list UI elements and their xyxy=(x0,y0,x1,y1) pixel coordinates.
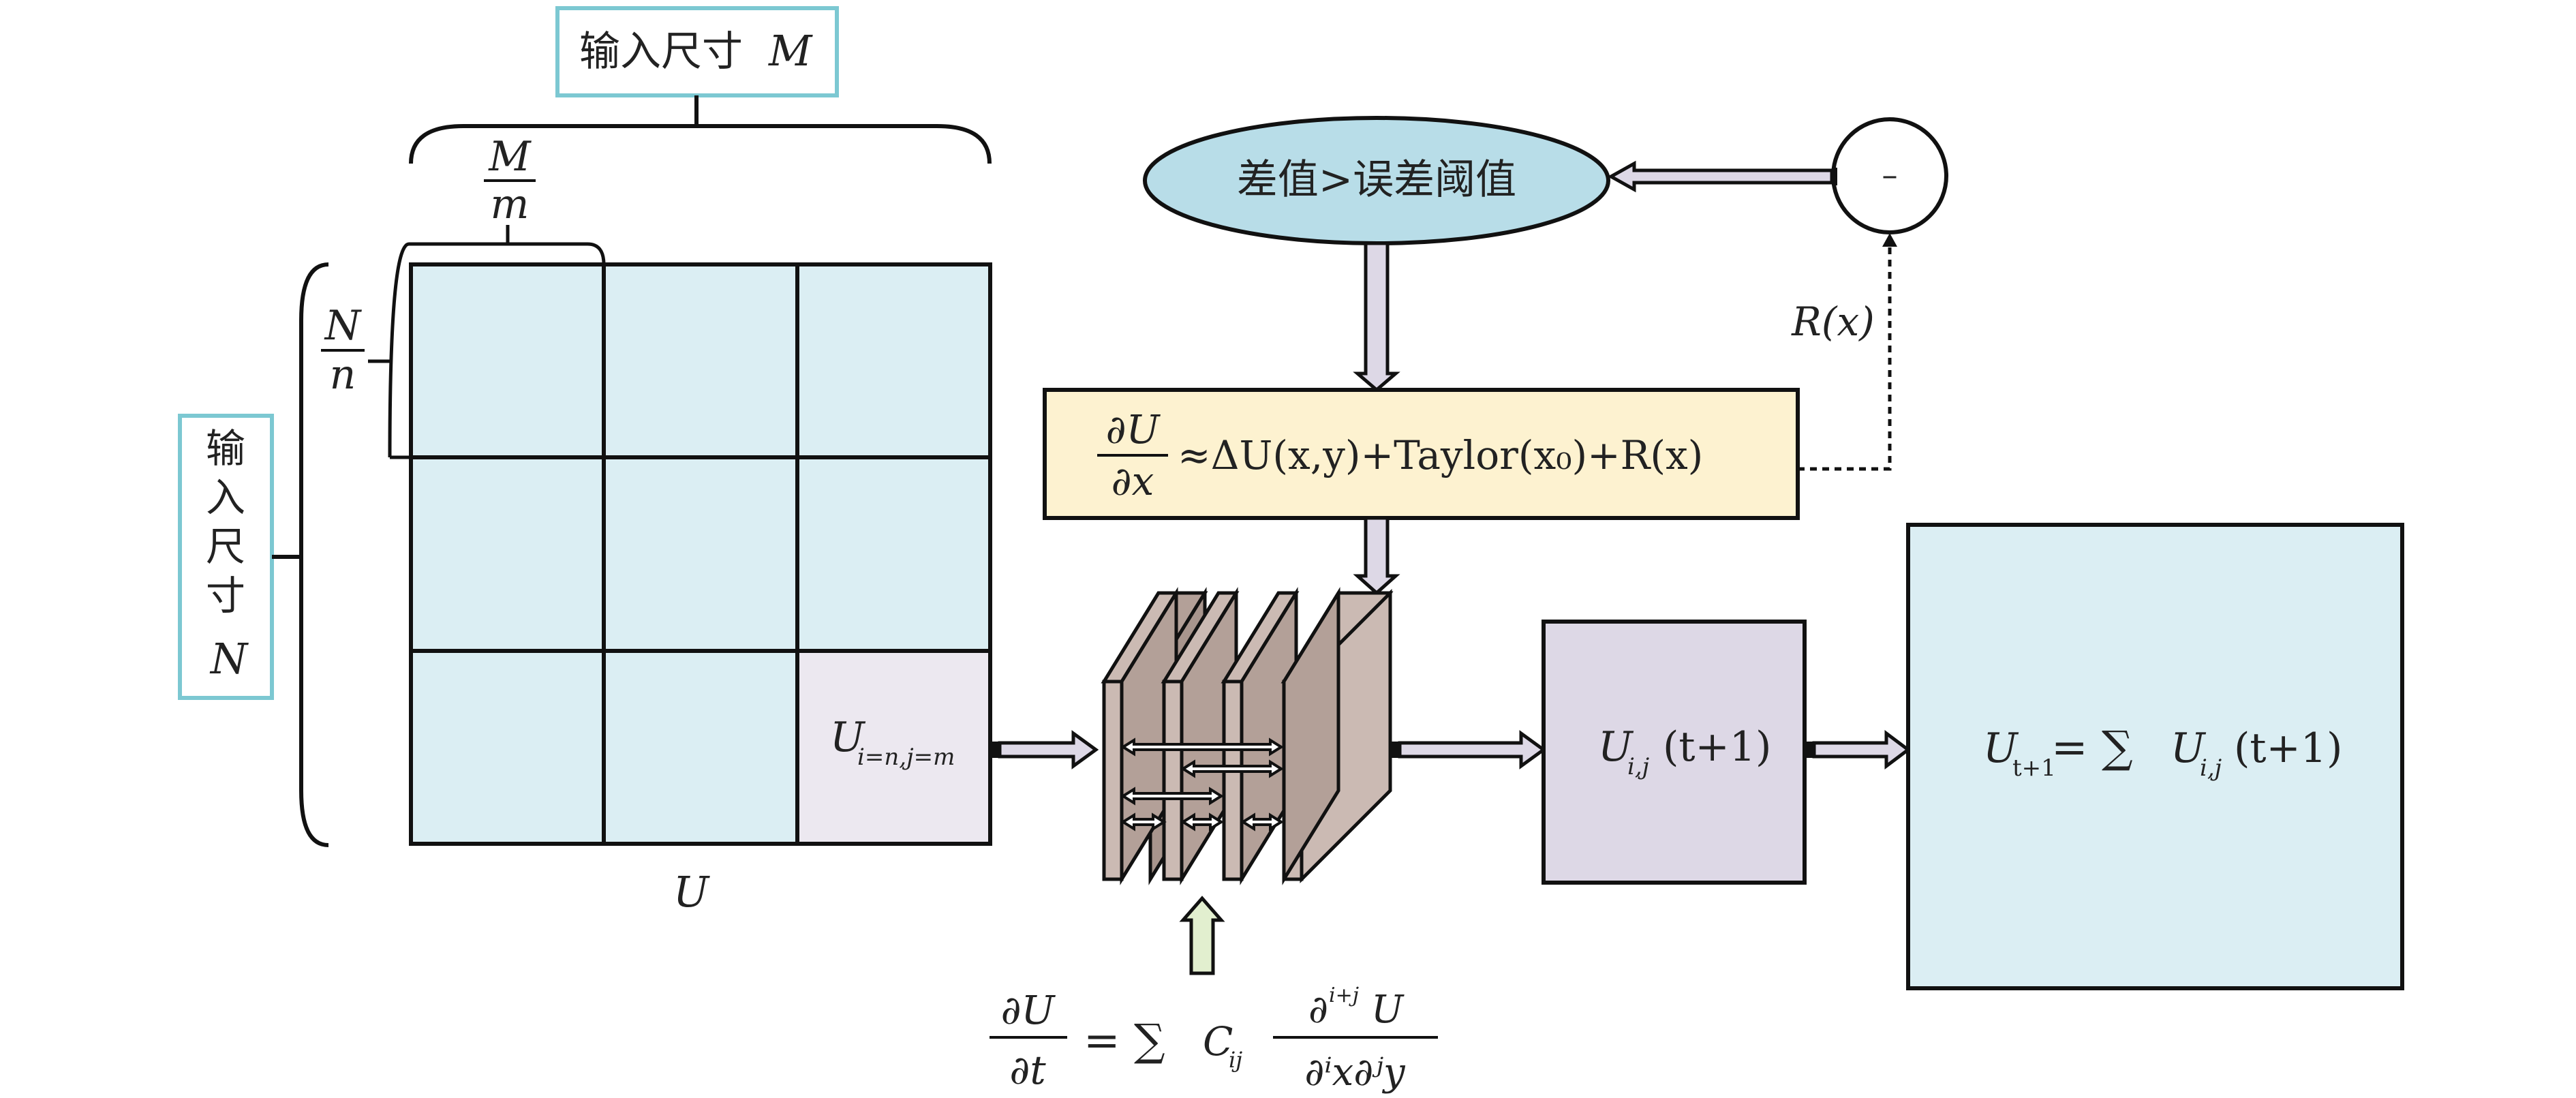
cell-u-label: U xyxy=(830,714,866,761)
svg-text:差值>误差阈值: 差值>误差阈值 xyxy=(1237,156,1516,204)
svg-text:输入尺寸: 输入尺寸 xyxy=(579,28,743,76)
svg-text:∂: ∂ xyxy=(1308,988,1328,1032)
svg-text:i,j: i,j xyxy=(1627,753,1650,780)
arrow-conv-to-update xyxy=(1390,730,1547,769)
svg-text:= ∑: = ∑ xyxy=(1084,1016,1165,1066)
svg-text:(t+1): (t+1) xyxy=(1663,723,1771,771)
arrow-pde-to-conv xyxy=(1179,896,1225,975)
top-brace xyxy=(409,124,992,164)
svg-text:i+j: i+j xyxy=(1329,983,1359,1007)
svg-text:C: C xyxy=(1203,1018,1233,1065)
svg-text:尺: 尺 xyxy=(206,523,245,570)
svg-text:输: 输 xyxy=(206,425,245,472)
svg-text:n: n xyxy=(330,351,356,399)
svg-text:∂U: ∂U xyxy=(1001,987,1056,1033)
cell-u-subscript: i=n,j=m xyxy=(857,744,955,771)
arrow-update-to-result xyxy=(1805,730,1912,769)
svg-text:寸: 寸 xyxy=(206,573,245,619)
block-bracket xyxy=(388,242,606,458)
taylor-box: ∂U ∂x ≈ΔU(x,y)+Taylor(x₀)+R(x) xyxy=(1043,388,1800,520)
svg-text:∂ⁱx∂ʲy: ∂ⁱx∂ʲy xyxy=(1304,1050,1406,1095)
arrow-grid-to-conv xyxy=(990,730,1099,769)
result-box: U t+1 = ∑ U i,j (t+1) xyxy=(1906,523,2404,990)
arrow-circle-to-ellipse xyxy=(1607,160,1837,193)
svg-text:M: M xyxy=(488,133,532,181)
input-grid-u xyxy=(409,262,992,846)
residual-feedback-line xyxy=(1798,233,1897,471)
residual-label: R(x) xyxy=(1791,299,1875,345)
svg-text:m: m xyxy=(491,181,530,228)
svg-text:U: U xyxy=(1371,988,1405,1032)
minus-circle: – xyxy=(1831,117,1948,234)
svg-text:U: U xyxy=(1983,725,2019,772)
svg-text:–: – xyxy=(1882,156,1898,193)
svg-text:ij: ij xyxy=(1229,1047,1242,1073)
svg-text:M: M xyxy=(768,26,813,76)
svg-text:= ∑: = ∑ xyxy=(2051,722,2133,773)
svg-text:N: N xyxy=(209,634,249,684)
arrow-taylor-to-conv xyxy=(1353,516,1400,596)
svg-text:U: U xyxy=(2171,725,2207,772)
grid-label-u: U xyxy=(673,867,710,917)
svg-text:(t+1): (t+1) xyxy=(2234,725,2342,772)
input-size-n-label: 输 入 尺 寸 N xyxy=(178,414,274,700)
arrow-ellipse-to-taylor xyxy=(1353,241,1400,393)
svg-text:∂x: ∂x xyxy=(1111,458,1154,504)
svg-text:∂U: ∂U xyxy=(1106,406,1161,453)
svg-text:t+1: t+1 xyxy=(2012,754,2056,782)
fraction-n-over-n: N n xyxy=(321,302,365,399)
update-box: U i,j (t+1) xyxy=(1542,620,1807,885)
svg-text:入: 入 xyxy=(206,474,245,521)
pde-formula: ∂U ∂t = ∑ C ij ∂ i+j U ∂ⁱx∂ʲy xyxy=(990,983,1438,1095)
conv-layers xyxy=(1101,587,1394,885)
svg-text:∂t: ∂t xyxy=(1009,1047,1046,1093)
highlight-cell xyxy=(797,651,990,844)
condition-ellipse: 差值>误差阈值 xyxy=(1143,116,1610,245)
fraction-m-over-m: M m xyxy=(484,133,536,228)
svg-text:≈ΔU(x,y)+Taylor(x₀)+R(x): ≈ΔU(x,y)+Taylor(x₀)+R(x) xyxy=(1178,432,1703,478)
input-size-m-label: 输入尺寸 M xyxy=(555,6,839,97)
svg-text:U: U xyxy=(1598,723,1634,771)
svg-text:i,j: i,j xyxy=(2200,754,2222,782)
svg-text:N: N xyxy=(324,302,363,350)
left-brace xyxy=(299,262,329,847)
